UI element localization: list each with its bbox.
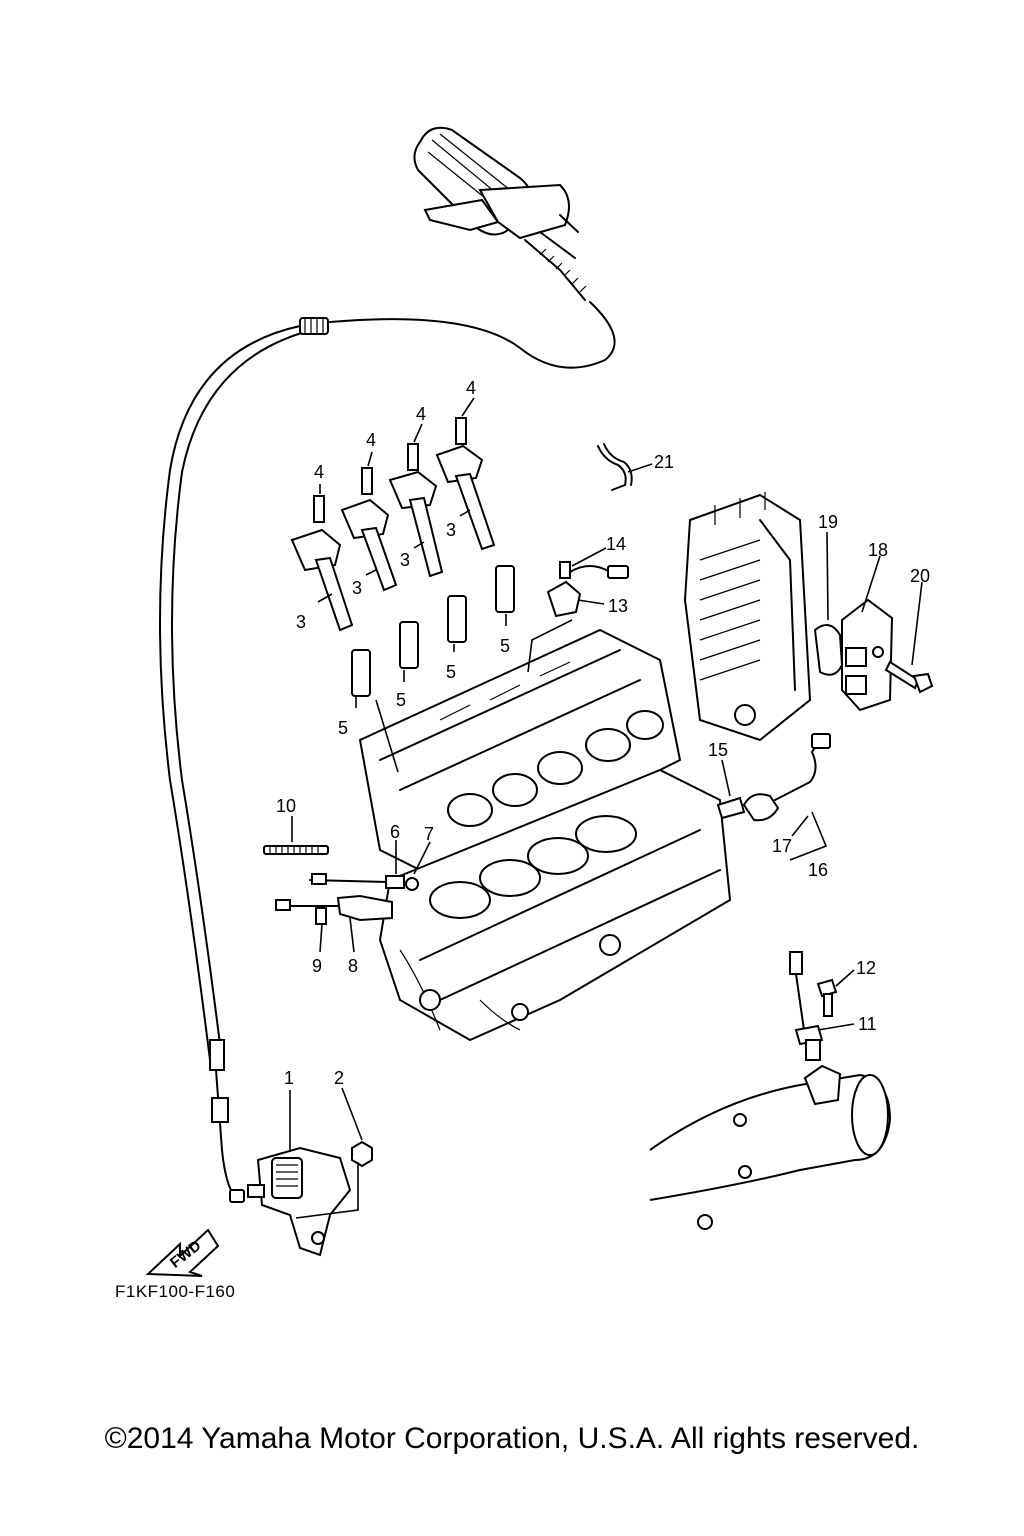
- sensor-6: [309, 873, 405, 889]
- callout-3d: 3: [446, 520, 456, 540]
- callout-12: 12: [856, 958, 876, 978]
- stud-10: [263, 845, 329, 855]
- gasket: [814, 624, 843, 676]
- callout-6: 6: [390, 822, 400, 842]
- ignition-coils: [290, 417, 496, 632]
- callout-3c: 3: [400, 550, 410, 570]
- callout-14: 14: [606, 534, 626, 554]
- module-bolt: [884, 660, 934, 694]
- engine-block: [378, 768, 732, 1042]
- throttle-grip: [413, 126, 587, 301]
- sensor-17: [742, 733, 831, 822]
- coil-bolt: [313, 417, 467, 523]
- sensor-14: [559, 561, 629, 579]
- callout-2: 2: [334, 1068, 344, 1088]
- callout-8: 8: [348, 956, 358, 976]
- callout-5c: 5: [446, 662, 456, 682]
- callout-13: 13: [608, 596, 628, 616]
- control-module: [841, 598, 894, 712]
- throttle-cable: [159, 301, 616, 1203]
- ignition-coil: [388, 470, 444, 578]
- ignition-coil: [435, 444, 496, 551]
- cylinder-head: [358, 628, 682, 882]
- callout-15: 15: [708, 740, 728, 760]
- electrical-box: [683, 492, 812, 742]
- callout-19: 19: [818, 512, 838, 532]
- callout-labels: 1 2 3 3 3 3 4 4 4 4 5 5 5 5 6 7 8 9 10 1…: [276, 378, 930, 1088]
- sensor-11: [789, 951, 824, 1061]
- forward-arrow-icon: FWD: [145, 1228, 220, 1277]
- spark-plugs: [351, 565, 515, 697]
- callout-4d: 4: [466, 378, 476, 398]
- ignition-coil: [290, 528, 354, 632]
- callout-11: 11: [858, 1014, 877, 1034]
- callout-20: 20: [910, 566, 930, 586]
- callout-7: 7: [424, 824, 434, 844]
- callout-21: 21: [654, 452, 674, 472]
- callout-3a: 3: [296, 612, 306, 632]
- callout-16: 16: [808, 860, 828, 880]
- callout-5d: 5: [500, 636, 510, 656]
- callout-18: 18: [868, 540, 888, 560]
- callout-10: 10: [276, 796, 296, 816]
- diagram-code: F1KF100-F160: [115, 1282, 236, 1301]
- callout-5b: 5: [396, 690, 406, 710]
- callout-4b: 4: [366, 430, 376, 450]
- throttle-body-assembly: [247, 1140, 373, 1257]
- wire-strap: [597, 443, 633, 491]
- callout-4a: 4: [314, 462, 324, 482]
- sensor-15: [716, 796, 746, 820]
- ignition-coil: [340, 498, 398, 592]
- sensor-13: [546, 580, 582, 618]
- sensor-8: [275, 894, 393, 922]
- copyright-notice: ©2014 Yamaha Motor Corporation, U.S.A. A…: [104, 1422, 920, 1455]
- callout-1: 1: [284, 1068, 294, 1088]
- callout-4c: 4: [416, 404, 426, 424]
- exhaust-manifold: [649, 1064, 892, 1230]
- bolt-9: [315, 907, 327, 925]
- callout-17: 17: [772, 836, 792, 856]
- callout-9: 9: [312, 956, 322, 976]
- callout-3b: 3: [352, 578, 362, 598]
- washer-7: [405, 877, 419, 891]
- callout-5a: 5: [338, 718, 348, 738]
- bolt-12: [816, 978, 838, 1017]
- leader-lines: [289, 397, 923, 1219]
